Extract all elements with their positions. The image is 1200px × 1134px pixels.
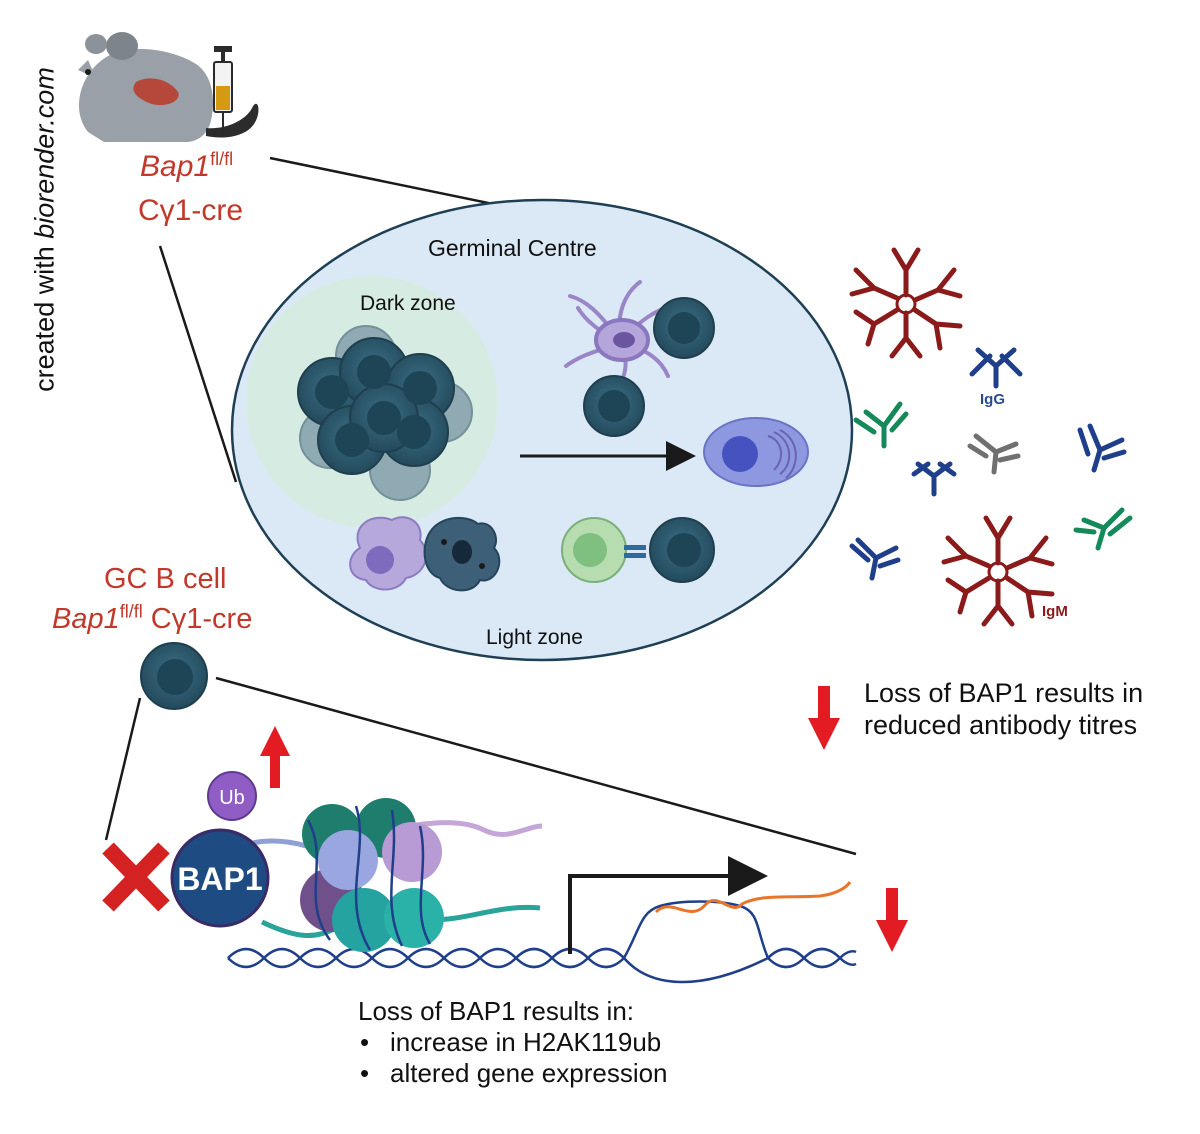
transcription-arrow	[568, 856, 768, 954]
bullet-item: •increase in H2AK119ub	[360, 1027, 662, 1058]
igm-antibody-icon	[941, 515, 1055, 627]
cross-icon	[102, 842, 170, 912]
gc-b-cell-title: GC B cell	[104, 563, 227, 595]
gc-cre: Cγ1-cre	[142, 603, 253, 635]
zoom-line-cell-right	[215, 676, 857, 856]
mouse-gene-sup: fl/fl	[210, 149, 234, 169]
gc-b-cell-icon	[140, 642, 208, 710]
mouse-genotype: Bap1fl/fl	[140, 150, 233, 183]
up-arrow-ub	[260, 726, 290, 788]
grey-antibody-icon	[967, 433, 1021, 475]
credit-text: created with biorender.com	[30, 30, 61, 430]
gc-gene-sup: fl/fl	[119, 601, 143, 622]
igg-antibody-icon	[1077, 423, 1127, 473]
titre-line2: reduced antibody titres	[864, 709, 1138, 740]
green-antibody-icon	[853, 401, 909, 449]
gc-b-cell-lz	[649, 517, 715, 583]
rna-transcript	[654, 881, 852, 914]
macrophage-icon	[349, 516, 427, 591]
zoom-line-cell-left	[104, 697, 142, 841]
light-zone-label: Light zone	[486, 626, 583, 649]
igg-antibody-icon	[969, 347, 1023, 389]
dark-zone-label: Dark zone	[360, 292, 456, 315]
ub-icon	[207, 771, 257, 821]
green-antibody-icon	[1073, 507, 1133, 551]
igm-antibody-icon	[849, 247, 963, 359]
gc-b-cell-genotype: Bap1fl/fl Cγ1-cre	[52, 601, 253, 636]
dark-zone-cell-cluster	[297, 325, 473, 501]
dna-strand	[227, 900, 857, 984]
mouse-cre: Cγ1-cre	[138, 194, 244, 227]
igg-label: IgG	[980, 391, 1005, 408]
histone-tail	[429, 904, 541, 923]
igg-antibody-icon	[911, 461, 957, 497]
titre-text: Loss of BAP1 results in reduced antibody…	[864, 678, 1143, 742]
bullet-item: •altered gene expression	[360, 1058, 668, 1089]
down-arrow-expression	[876, 888, 908, 952]
lz-b-cell	[583, 297, 715, 437]
bullet-text: altered gene expression	[390, 1058, 668, 1089]
mouse-gene: Bap1	[140, 150, 211, 183]
zoom-line-left	[158, 245, 238, 483]
bap1-label: BAP1	[177, 861, 262, 897]
bottom-text: Loss of BAP1 results in: •increase in H2…	[358, 996, 668, 1090]
bap1-icon	[170, 828, 270, 928]
apoptotic-cell-icon	[423, 516, 501, 592]
bottom-heading: Loss of BAP1 results in:	[358, 996, 635, 1026]
dendritic-cell-icon	[564, 280, 674, 396]
titre-line1: Loss of BAP1 results in	[864, 678, 1144, 708]
plasma-cell-icon	[703, 417, 809, 487]
credit-prefix: created with	[29, 238, 60, 392]
down-arrow-titre	[808, 686, 840, 750]
credit-brand: biorender.com	[29, 67, 60, 239]
mouse-icon	[78, 32, 259, 142]
ub-label: Ub	[219, 787, 245, 809]
bullet-text: increase in H2AK119ub	[390, 1027, 662, 1058]
tfh-cell-icon	[561, 517, 646, 583]
nucleosome-icon	[300, 798, 444, 952]
igm-label: IgM	[1042, 603, 1068, 620]
gc-title: Germinal Centre	[428, 235, 597, 261]
gc-gene: Bap1	[52, 603, 120, 635]
syringe-icon	[213, 46, 233, 136]
igg-antibody-icon	[849, 537, 901, 581]
